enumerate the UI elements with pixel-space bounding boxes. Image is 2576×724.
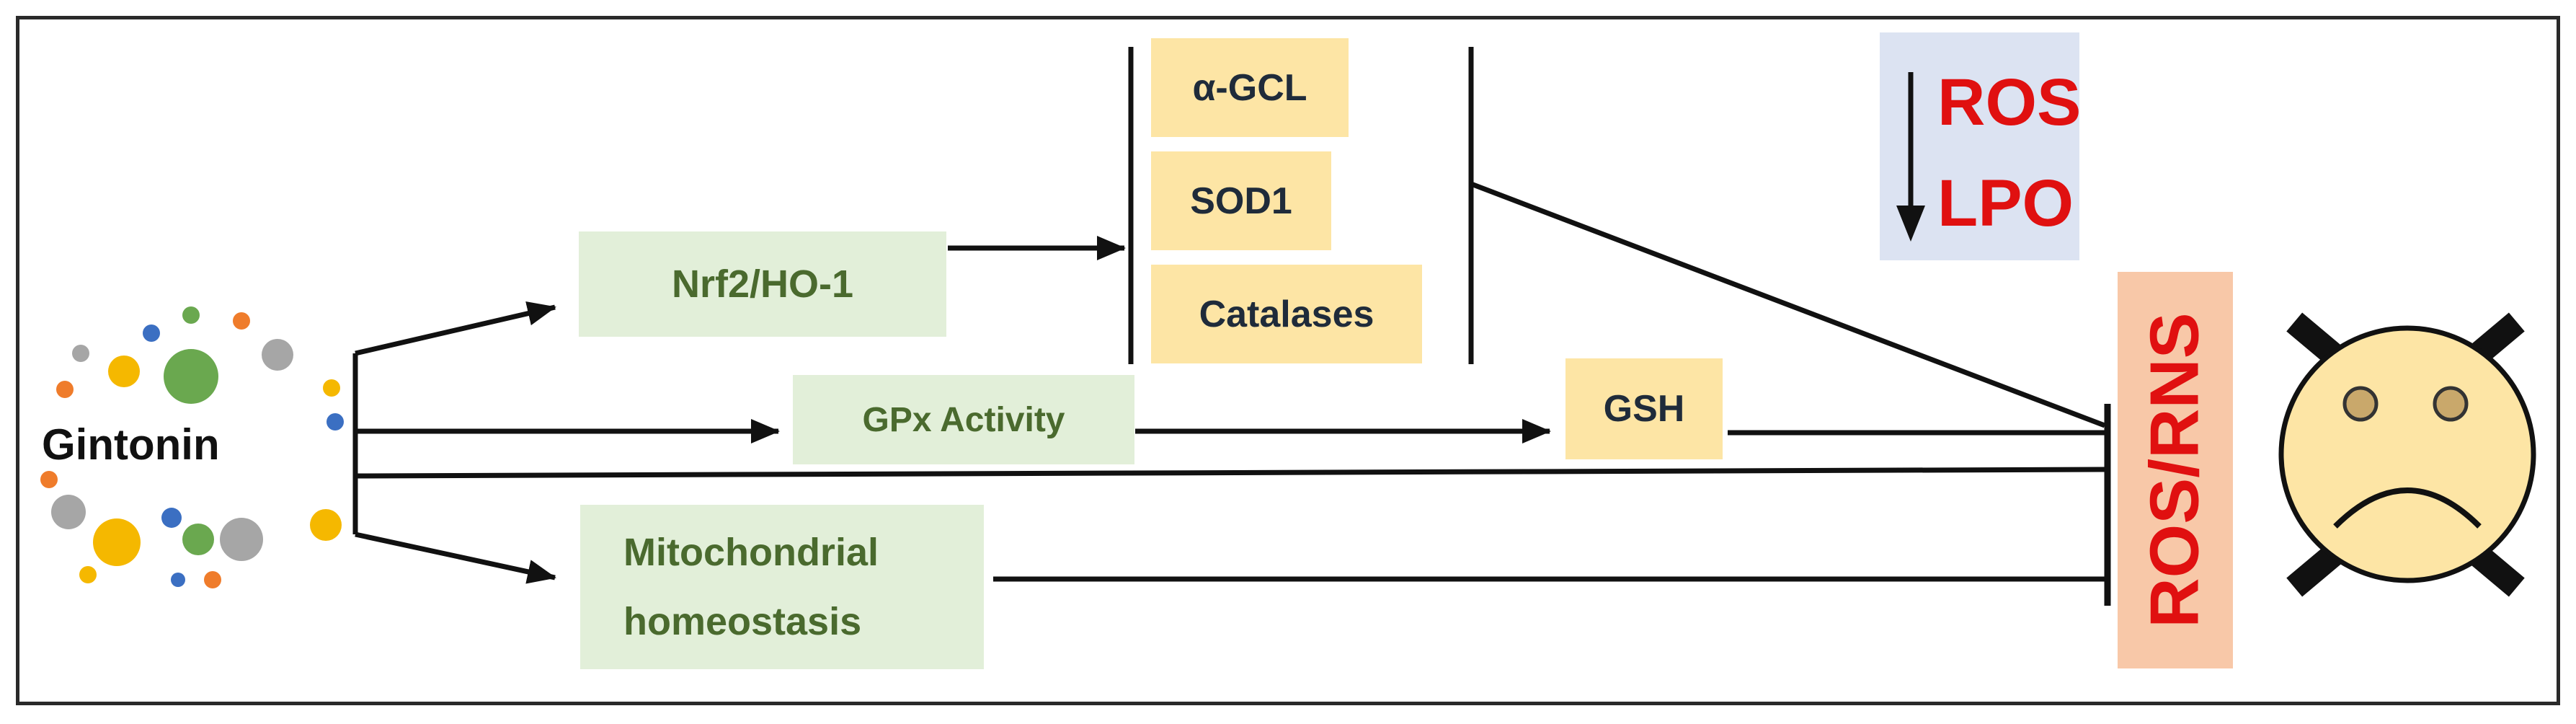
ros-lpo-box: ROS LPO: [1880, 32, 2082, 260]
gintonin-dot-cluster: [40, 306, 344, 588]
lpo-label: LPO: [1937, 167, 2074, 240]
enzyme-alpha-gcl: α-GCL: [1151, 38, 1349, 137]
ros-label: ROS: [1937, 66, 2082, 139]
gintonin-label: Gintonin: [42, 420, 220, 469]
down-arrow-icon: [1896, 72, 1925, 242]
mitochondrial-homeostasis-box: Mitochondrial homeostasis: [580, 505, 984, 669]
sad-face-icon: [2278, 312, 2536, 597]
ros-rns-label: ROS/RNS: [2136, 312, 2214, 628]
gsh-box: GSH: [1565, 358, 1723, 459]
enzyme-catalases: Catalases: [1151, 265, 1422, 363]
gpx-activity-box: GPx Activity: [793, 375, 1134, 464]
ros-rns-box: ROS/RNS: [2118, 272, 2233, 668]
enzyme-sod1: SOD1: [1151, 151, 1331, 250]
nrf2-ho1-box: Nrf2/HO-1: [579, 231, 946, 337]
